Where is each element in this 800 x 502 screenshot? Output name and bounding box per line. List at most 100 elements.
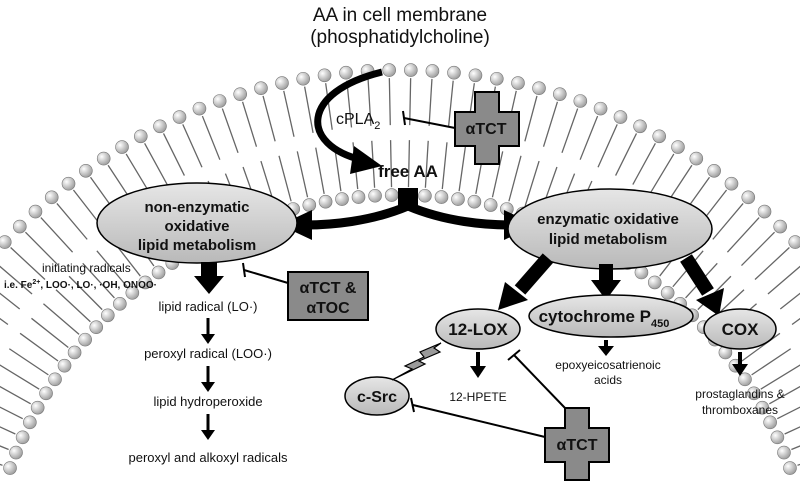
lipid-head <box>172 110 187 124</box>
lipid-head <box>553 87 567 101</box>
lipid-head <box>125 286 140 300</box>
lipid-head <box>483 198 498 212</box>
lipid-head <box>511 76 525 90</box>
title-line2: (phosphatidylcholine) <box>310 27 490 48</box>
lipid-head <box>212 94 227 108</box>
title-line1: AA in cell membrane <box>313 5 487 26</box>
lipid-hydroperoxide-label: lipid hydroperoxide <box>153 394 262 409</box>
lipid-head <box>302 198 317 212</box>
lipid-head <box>467 194 482 209</box>
lipid-head <box>490 71 504 86</box>
lipid-tail <box>262 95 292 202</box>
lipid-head <box>335 192 349 206</box>
cascade-arrowhead-3 <box>201 430 215 440</box>
cascade-arrowhead-1 <box>201 334 215 344</box>
lipid-head <box>783 461 797 475</box>
inhibition-line-cpla2 <box>403 117 456 129</box>
lipid-head <box>788 235 800 249</box>
fork-left-arrow <box>304 201 410 230</box>
branch-arrow-cyp <box>599 264 613 282</box>
fork-right-arrow <box>406 201 512 230</box>
lipid-head <box>101 308 115 323</box>
epoxy-line2: acids <box>594 373 622 387</box>
lipid-tail <box>40 217 115 299</box>
lipid-head <box>15 430 30 445</box>
activation-lightning-icon <box>391 342 442 381</box>
atct-atoc-box <box>287 271 369 321</box>
non-enzymatic-ellipse <box>96 182 298 264</box>
lipid-head <box>384 188 399 202</box>
lipid-tail <box>0 385 32 405</box>
lipid-head <box>44 190 59 205</box>
lipid-head <box>689 151 704 166</box>
lipid-head <box>138 275 153 290</box>
lipid-head <box>296 71 310 86</box>
cyp-ellipse <box>528 294 694 338</box>
lipid-head <box>151 265 166 280</box>
free-aa-label: free AA <box>378 162 438 181</box>
enzymatic-ellipse <box>507 188 713 270</box>
lipid-head <box>777 445 791 460</box>
lipid-head <box>351 190 366 204</box>
lipid-tail <box>56 203 128 288</box>
lipid-head <box>39 386 53 401</box>
lipid-tail <box>776 406 800 420</box>
initiating-radicals-label: initiating radicals <box>42 261 131 275</box>
lipid-head <box>113 297 127 311</box>
lipid-head <box>755 400 770 415</box>
branch-arrowhead-cyp <box>591 280 621 300</box>
atct-top-label: αTCT <box>466 121 507 138</box>
lipid-head <box>425 64 440 78</box>
atct-atoc-line1: αTCT & <box>300 280 357 297</box>
lipid-tail <box>24 231 103 311</box>
lipid-head <box>671 140 685 154</box>
lipid-head <box>67 345 82 360</box>
lipid-head <box>9 445 23 460</box>
lipid-head <box>368 188 382 203</box>
lipid-head <box>660 286 675 300</box>
lipid-head <box>434 190 449 204</box>
lipid-head <box>763 415 777 430</box>
lipid-tail <box>367 78 376 188</box>
lipid-head <box>153 119 167 134</box>
branch-arrowhead-lox <box>498 282 528 310</box>
prosta-line1: prostaglandins & <box>695 387 784 401</box>
enzymatic-line1: enzymatic oxidative <box>537 211 679 228</box>
branch-arrow-lox <box>514 253 554 295</box>
lipid-tail <box>303 86 325 194</box>
lipid-tail <box>407 78 412 188</box>
lipid-head <box>451 192 465 206</box>
lipid-tail <box>0 317 59 362</box>
lipid-head <box>115 140 129 154</box>
lipid-tail <box>8 348 49 376</box>
inhibition-bar-lox <box>507 349 521 361</box>
non-enzymatic-line3: lipid metabolism <box>138 237 256 254</box>
lipid-tail <box>760 364 800 390</box>
cyp-label: cytochrome P450 <box>539 307 670 330</box>
peroxyl-alkoxyl-label: peroxyl and alkoxyl radicals <box>129 450 288 465</box>
lipid-head <box>532 81 546 96</box>
lipid-tail <box>791 445 800 451</box>
cpla2-label: cPLA2 <box>336 111 380 132</box>
lipid-head <box>724 176 739 191</box>
inhibition-bar-csrc <box>410 397 415 413</box>
lipid-head <box>418 188 432 203</box>
lipid-head <box>573 94 588 108</box>
lipid-tail <box>441 80 454 190</box>
enzymatic-line2: lipid metabolism <box>549 231 667 248</box>
cox-label: COX <box>722 320 760 339</box>
branch-arrowhead-cox <box>696 288 724 316</box>
cascade-arrowhead-2 <box>201 382 215 392</box>
lipid-head <box>30 400 45 415</box>
lipid-head <box>738 372 752 387</box>
lipid-head <box>3 461 17 475</box>
lipid-tail <box>751 348 792 376</box>
release-curved-arrow <box>314 68 383 164</box>
left-main-shaft <box>201 262 217 278</box>
cyp-product-arrowhead <box>598 346 614 356</box>
lipid-head <box>652 129 667 144</box>
hpete-label: 12-HPETE <box>449 390 506 404</box>
lipid-tail <box>0 445 9 451</box>
epoxy-line1: epoxyeicosatrienoic <box>555 358 660 372</box>
